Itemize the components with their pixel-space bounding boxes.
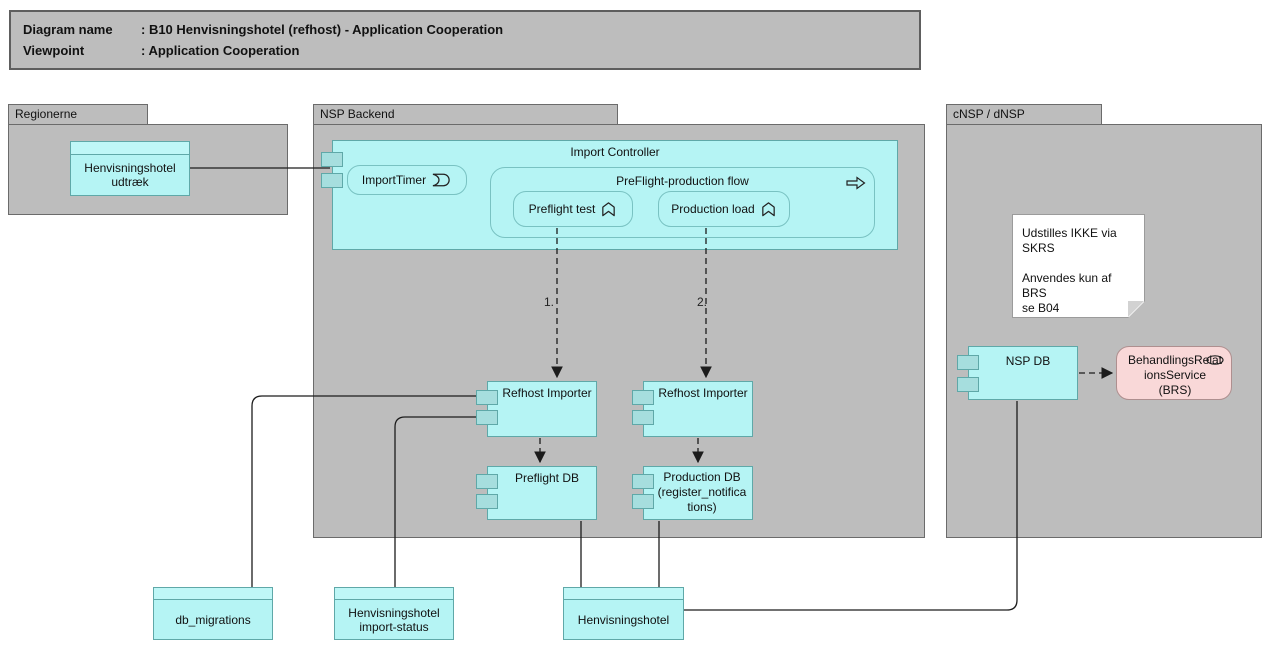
group-label-cnsp-dnsp: cNSP / dNSP [953, 107, 1025, 121]
component-label: NSP DB [1005, 354, 1051, 368]
group-tab-regionerne[interactable]: Regionerne [8, 104, 148, 125]
edge-label-step2: 2. [697, 295, 708, 309]
note-line: Udstilles IKKE via SKRS [1022, 226, 1117, 255]
function-label: Production load [671, 202, 755, 216]
artifact-henvisningshotel-import-status[interactable]: Henvisningshotel import-status [334, 587, 454, 640]
component-port-icon [321, 152, 343, 167]
component-port-icon [476, 410, 498, 425]
component-port-icon [632, 474, 654, 489]
process-arrow-icon [846, 176, 866, 190]
viewpoint-label: Viewpoint [23, 43, 85, 58]
function-preflight-test[interactable]: Preflight test [513, 191, 633, 227]
component-port-icon [632, 410, 654, 425]
component-label: Import Controller [570, 145, 660, 159]
component-port-icon [476, 494, 498, 509]
artifact-label: Henvisningshotel [577, 612, 670, 627]
viewpoint-value: : Application Cooperation [141, 43, 300, 58]
note-line: Anvendes kun af BRS [1022, 271, 1112, 300]
service-label: BehandlingsRelationsService (BRS) [1127, 353, 1223, 397]
component-preflight-db[interactable]: Preflight DB [476, 466, 597, 520]
note-skrs[interactable]: Udstilles IKKE via SKRS Anvendes kun af … [1012, 214, 1145, 318]
group-tab-cnsp-dnsp[interactable]: cNSP / dNSP [946, 104, 1102, 125]
group-label-regionerne: Regionerne [15, 107, 78, 121]
artifact-henvisningshotel[interactable]: Henvisningshotel [563, 587, 684, 640]
group-body-cnsp-dnsp[interactable] [946, 124, 1262, 538]
artifact-band [335, 588, 453, 600]
function-icon [600, 201, 617, 217]
component-port-icon [476, 474, 498, 489]
component-port-icon [476, 390, 498, 405]
component-henvisningshotel-udtraek[interactable]: Henvisningshotel udtræk [70, 141, 190, 196]
component-port-icon [632, 390, 654, 405]
component-label: Refhost Importer [502, 386, 592, 400]
artifact-band [154, 588, 272, 600]
function-icon [760, 201, 777, 217]
service-brs[interactable]: BehandlingsRelationsService (BRS) [1116, 346, 1232, 400]
event-label: ImportTimer [361, 173, 427, 187]
event-import-timer[interactable]: ImportTimer [347, 165, 467, 195]
artifact-label: db_migrations [175, 612, 251, 627]
diagram-title-block: Diagram name : B10 Henvisningshotel (ref… [9, 10, 921, 70]
component-port-icon [632, 494, 654, 509]
group-tab-nsp-backend[interactable]: NSP Backend [313, 104, 618, 125]
artifact-label: Henvisningshotel import-status [348, 605, 440, 634]
process-label: PreFlight-production flow [616, 174, 749, 188]
component-label: Refhost Importer [658, 386, 748, 400]
group-label-nsp-backend: NSP Backend [320, 107, 395, 121]
function-production-load[interactable]: Production load [658, 191, 790, 227]
component-label: Production DB (register_notifications) [657, 470, 747, 514]
edge-label-step1: 1. [544, 295, 555, 309]
component-label: Preflight DB [514, 471, 580, 485]
component-nsp-db[interactable]: NSP DB [957, 346, 1078, 400]
component-port-icon [321, 173, 343, 188]
event-icon [431, 173, 452, 187]
artifact-band [564, 588, 683, 600]
note-line: se B04 [1022, 301, 1060, 315]
component-production-db[interactable]: Production DB (register_notifications) [632, 466, 753, 520]
function-label: Preflight test [528, 202, 596, 216]
component-refhost-importer-2[interactable]: Refhost Importer [632, 381, 753, 437]
component-port-icon [957, 377, 979, 392]
artifact-band [71, 142, 189, 155]
diagram-name-label: Diagram name [23, 22, 113, 37]
service-icon [1206, 355, 1224, 365]
component-label: Henvisningshotel udtræk [84, 161, 176, 189]
artifact-db-migrations[interactable]: db_migrations [153, 587, 273, 640]
component-refhost-importer-1[interactable]: Refhost Importer [476, 381, 597, 437]
component-port-icon [957, 355, 979, 370]
diagram-name-value: : B10 Henvisningshotel (refhost) - Appli… [141, 22, 504, 37]
